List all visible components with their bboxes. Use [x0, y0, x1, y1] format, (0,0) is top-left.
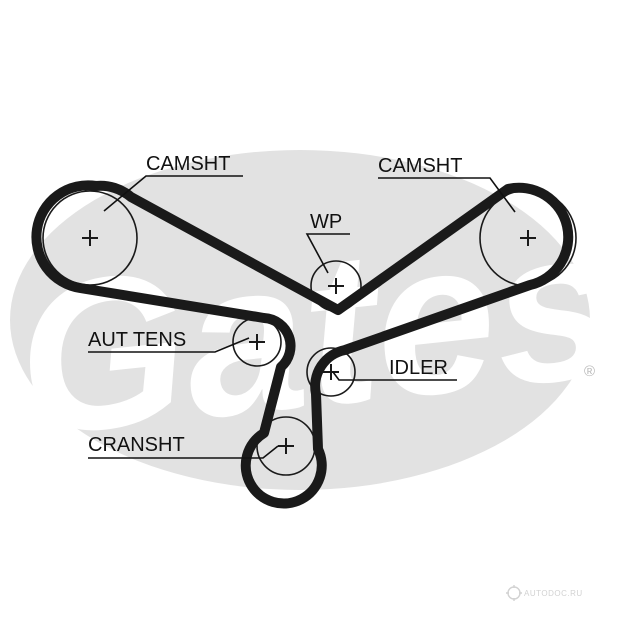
- leader-camshaft-left: [103, 175, 243, 212]
- center-mark-icon: [323, 364, 339, 380]
- registered-mark: ®: [584, 363, 595, 380]
- leader-camshaft-right: [378, 177, 516, 213]
- leader-water-pump: [305, 233, 350, 274]
- leader-auto-tensioner: [88, 337, 250, 353]
- pulley-camshaft-right: [479, 189, 577, 287]
- pulley-idler: [306, 347, 356, 397]
- gear-icon: [506, 585, 522, 601]
- pulley-water-pump: [310, 260, 362, 312]
- pulley-camshaft-left: [42, 190, 138, 286]
- center-mark-icon: [520, 230, 536, 246]
- label-water-pump: WP: [310, 211, 342, 233]
- label-auto-tensioner: AUT TENS: [88, 329, 186, 351]
- pulley-auto-tensioner: [232, 317, 282, 367]
- pulley-crankshaft: [256, 416, 316, 476]
- label-idler: IDLER: [389, 357, 448, 379]
- label-crankshaft: CRANSHT: [88, 434, 185, 456]
- center-mark-icon: [278, 438, 294, 454]
- leader-idler: [332, 371, 457, 381]
- timing-belt: [31, 180, 574, 509]
- label-camshaft-left: CAMSHT: [146, 153, 230, 175]
- label-camshaft-right: CAMSHT: [378, 155, 462, 177]
- watermark: AUTODOC.RU: [506, 585, 583, 601]
- watermark-text: AUTODOC.RU: [524, 589, 583, 598]
- center-mark-icon: [82, 230, 98, 246]
- leader-crankshaft: [88, 445, 279, 459]
- center-mark-icon: [328, 278, 344, 294]
- center-mark-icon: [249, 334, 265, 350]
